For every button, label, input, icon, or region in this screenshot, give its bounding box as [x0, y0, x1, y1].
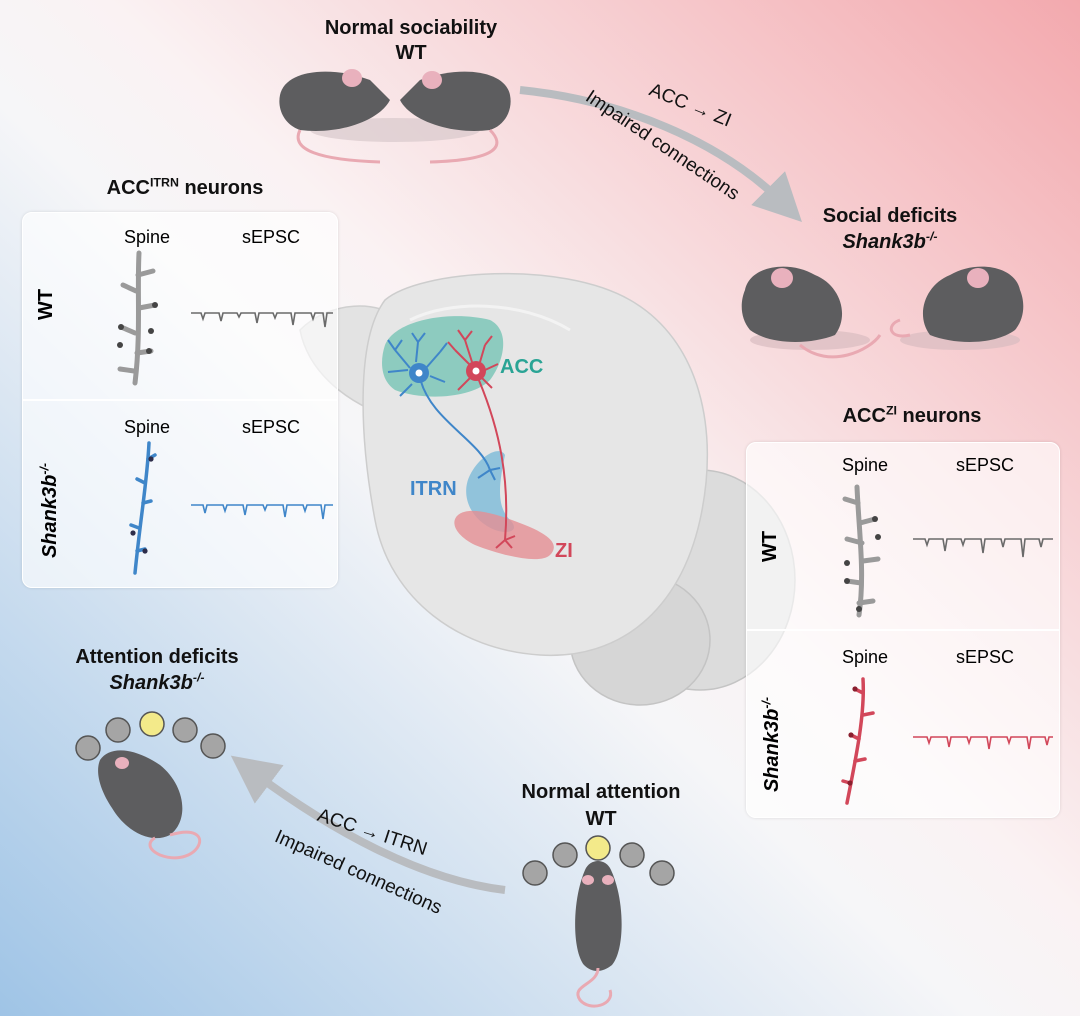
panel-itrn-ko-spine-header: Spine: [123, 417, 171, 437]
acc-region-label: ACC: [500, 356, 544, 378]
panel-zi-divider: [747, 629, 1059, 631]
zi-projecting-neuron: [447, 329, 516, 549]
normal-attention-mouse-icon: [522, 835, 675, 1008]
panel-zi-ko-sepsc-header: sEPSC: [955, 647, 1015, 667]
zi-neuron-nucleus: [472, 367, 480, 375]
arrow-acc-zi: [519, 86, 802, 222]
attention-deficit-mouse-icon: [75, 711, 226, 860]
zi-region: [454, 510, 554, 560]
attention-deficits-genotype: Shank3b-/-: [109, 670, 205, 694]
panel-zi-ko-spine-header: Spine: [841, 647, 889, 667]
panel-itrn-wt-sepsc-header: sEPSC: [241, 227, 301, 247]
zi-region-label: ZI: [555, 540, 573, 562]
panel-itrn-wt-sepsc-trace: [191, 312, 333, 328]
attention-deficits-title: Attention deficits: [75, 646, 239, 668]
itrn-projecting-neuron: [387, 332, 501, 481]
normal-attention-title: Normal attention: [521, 781, 681, 803]
social-deficits-title: Social deficits: [822, 205, 958, 227]
itrn-neuron-nucleus: [415, 369, 423, 377]
panel-itrn-divider: [23, 399, 337, 401]
panel-itrn-ko-dendrite: [129, 441, 157, 575]
panel-zi-wt-spine-header: Spine: [841, 455, 889, 475]
wt-mouse-pair-icon: [279, 69, 511, 164]
panel-zi-wt-spine-heads: [844, 516, 881, 612]
social-deficits-genotype: Shank3b-/-: [842, 229, 938, 253]
panel-itrn-ko-spine-heads: [130, 456, 154, 554]
panel-itrn-wt-dendrite: [117, 250, 158, 386]
normal-attention-genotype: WT: [585, 808, 617, 830]
panel-zi: Spine sEPSC WT Spine sEPSC Shank3b-/-: [746, 442, 1060, 818]
panel-zi-wt-sepsc-header: sEPSC: [955, 455, 1015, 475]
shank3b-mouse-pair-icon: [741, 266, 1024, 359]
panel-zi-ko-sepsc-trace: [913, 736, 1053, 750]
panel-itrn-title: ACCITRN neurons: [106, 175, 264, 199]
arrow-acc-itrn: [230, 755, 506, 894]
itrn-region-label: ITRN: [410, 478, 457, 500]
normal-sociability-genotype: WT: [395, 42, 427, 64]
panel-zi-wt-sepsc-trace: [913, 538, 1053, 558]
panel-itrn-ko-sepsc-trace: [191, 504, 333, 520]
panel-zi-ko-spine-heads: [847, 686, 858, 786]
panel-zi-traces: [841, 484, 1053, 805]
panel-zi-wt-dendrite: [842, 484, 881, 618]
panel-itrn-traces: [117, 250, 333, 575]
panel-zi-ko-dendrite: [841, 677, 875, 805]
normal-sociability-title: Normal sociability: [324, 17, 498, 39]
panel-itrn: Spine sEPSC WT Spine sEPSC Shank3b-/-: [22, 212, 338, 588]
panel-itrn-wt-spine-heads: [117, 302, 158, 354]
panel-zi-title: ACCZI neurons: [842, 403, 982, 427]
panel-itrn-wt-spine-header: Spine: [123, 227, 171, 247]
panel-itrn-ko-sepsc-header: sEPSC: [241, 417, 301, 437]
